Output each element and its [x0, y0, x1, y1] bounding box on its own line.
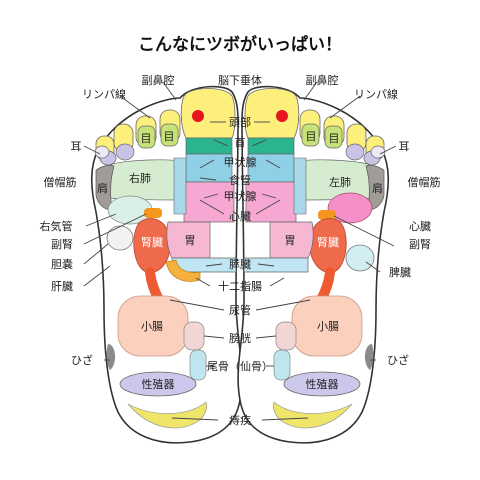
label-lymph-right: リンパ線	[82, 87, 126, 101]
left-spleen	[345, 244, 375, 272]
label-knee-left: ひざ	[387, 353, 409, 367]
label-nose-left: 副鼻腔	[306, 73, 339, 87]
label-knee-right: ひざ	[71, 353, 93, 367]
label-coccyx: 尾骨（仙骨）	[207, 360, 273, 373]
label-trapezius-right: 僧帽筋	[44, 175, 77, 189]
label-stomach-left: 胃	[285, 234, 296, 247]
label-ear-right: 耳	[71, 140, 82, 153]
label-eye-r1: 目	[164, 130, 175, 143]
right-thyroid-strip	[173, 157, 187, 215]
left-lymph-1	[345, 143, 365, 161]
right-esophagus	[183, 181, 235, 223]
right-eye-1	[160, 123, 179, 147]
label-liver: 肝臓	[51, 280, 73, 293]
left-heel-band	[272, 401, 353, 429]
label-gallbladder: 胆嚢	[51, 257, 73, 271]
label-adrenal-left: 副腎	[409, 238, 431, 251]
label-lymph-left: リンパ線	[354, 87, 398, 101]
right-adrenal	[144, 208, 162, 218]
right-ear	[94, 145, 110, 159]
label-small-intestine-left: 小腸	[317, 320, 339, 333]
left-thyroid-strip	[293, 157, 307, 215]
label-shoulder-left: 肩	[372, 181, 383, 195]
label-spleen: 脾臓	[389, 265, 411, 279]
right-shoulder	[95, 164, 115, 211]
label-nose-right: 副鼻腔	[142, 73, 175, 87]
left-knee	[364, 344, 374, 370]
label-shoulder-right: 肩	[97, 181, 108, 195]
left-coccyx	[273, 349, 291, 381]
label-stomach-right: 胃	[185, 234, 196, 247]
label-trapezius-left: 僧帽筋	[408, 175, 441, 189]
label-ureter: 尿管	[229, 303, 251, 317]
left-kidney	[309, 218, 347, 274]
left-thyroid	[247, 153, 295, 183]
label-left-lung: 左肺	[329, 176, 351, 189]
right-gallbladder	[106, 225, 134, 251]
label-head: 頭部	[229, 115, 251, 129]
right-genitals	[119, 371, 197, 397]
left-eye-1	[301, 123, 320, 147]
label-duodenum: 十二指腸	[218, 279, 262, 293]
right-lymph-1	[115, 143, 135, 161]
label-neck: 首	[235, 135, 246, 149]
right-neck	[185, 137, 233, 155]
label-heart-left: 心臓	[409, 220, 431, 233]
left-pancreas	[243, 257, 309, 273]
left-ear	[370, 145, 386, 159]
leader-lines	[83, 81, 397, 421]
label-eye-l1: 目	[306, 130, 317, 143]
left-genitals	[283, 371, 361, 397]
left-adrenal	[318, 210, 336, 220]
right-bladder	[183, 321, 205, 351]
label-eye-r2: 目	[141, 132, 152, 145]
left-eye-2	[324, 125, 343, 149]
right-foot	[90, 85, 243, 444]
right-duodenum	[165, 259, 201, 282]
label-pancreas: 膵臓	[229, 258, 251, 271]
left-bladder	[275, 321, 297, 351]
label-thyroid-2: 甲状腺	[224, 189, 257, 203]
label-pituitary: 脳下垂体	[218, 73, 262, 87]
right-head-region	[180, 88, 236, 139]
label-ear-left: 耳	[399, 140, 410, 153]
label-kidney-left: 腎臓	[317, 236, 339, 249]
label-hemorrhoid: 痔疾	[229, 413, 251, 427]
label-right-lung: 右肺	[129, 171, 151, 185]
right-kidney	[133, 218, 171, 274]
label-thyroid-1: 甲状腺	[224, 155, 257, 169]
left-shoulder	[365, 164, 385, 211]
left-heart	[327, 192, 373, 224]
label-genitals-left: 性殖器	[306, 377, 339, 391]
label-small-intestine-right: 小腸	[141, 320, 163, 333]
right-knee	[106, 344, 116, 370]
label-bladder: 膀胱	[229, 331, 251, 345]
right-pituitary-dot	[192, 110, 204, 122]
label-trachea: 右気管	[40, 219, 73, 233]
labels: 脳下垂体 副鼻腔 副鼻腔 リンパ線 リンパ線 頭部 首 目 目 目 目 耳 耳 …	[40, 73, 441, 427]
left-head-region	[244, 88, 300, 139]
left-pituitary-dot	[276, 110, 288, 122]
label-kidney-right: 腎臓	[141, 236, 163, 249]
right-heel-band	[127, 401, 208, 429]
page-title: こんなにツボがいっぱい！	[138, 35, 342, 55]
label-heart-center: 心臓	[229, 210, 251, 223]
right-eye-2	[137, 125, 156, 149]
right-coccyx	[189, 349, 207, 381]
right-thyroid	[185, 153, 233, 183]
label-esophagus: 食管	[229, 173, 251, 187]
left-foot	[237, 85, 390, 444]
label-genitals-right: 性殖器	[142, 377, 175, 391]
left-neck	[247, 137, 295, 155]
label-adrenal-right: 副腎	[51, 238, 73, 251]
label-eye-l2: 目	[329, 132, 340, 145]
